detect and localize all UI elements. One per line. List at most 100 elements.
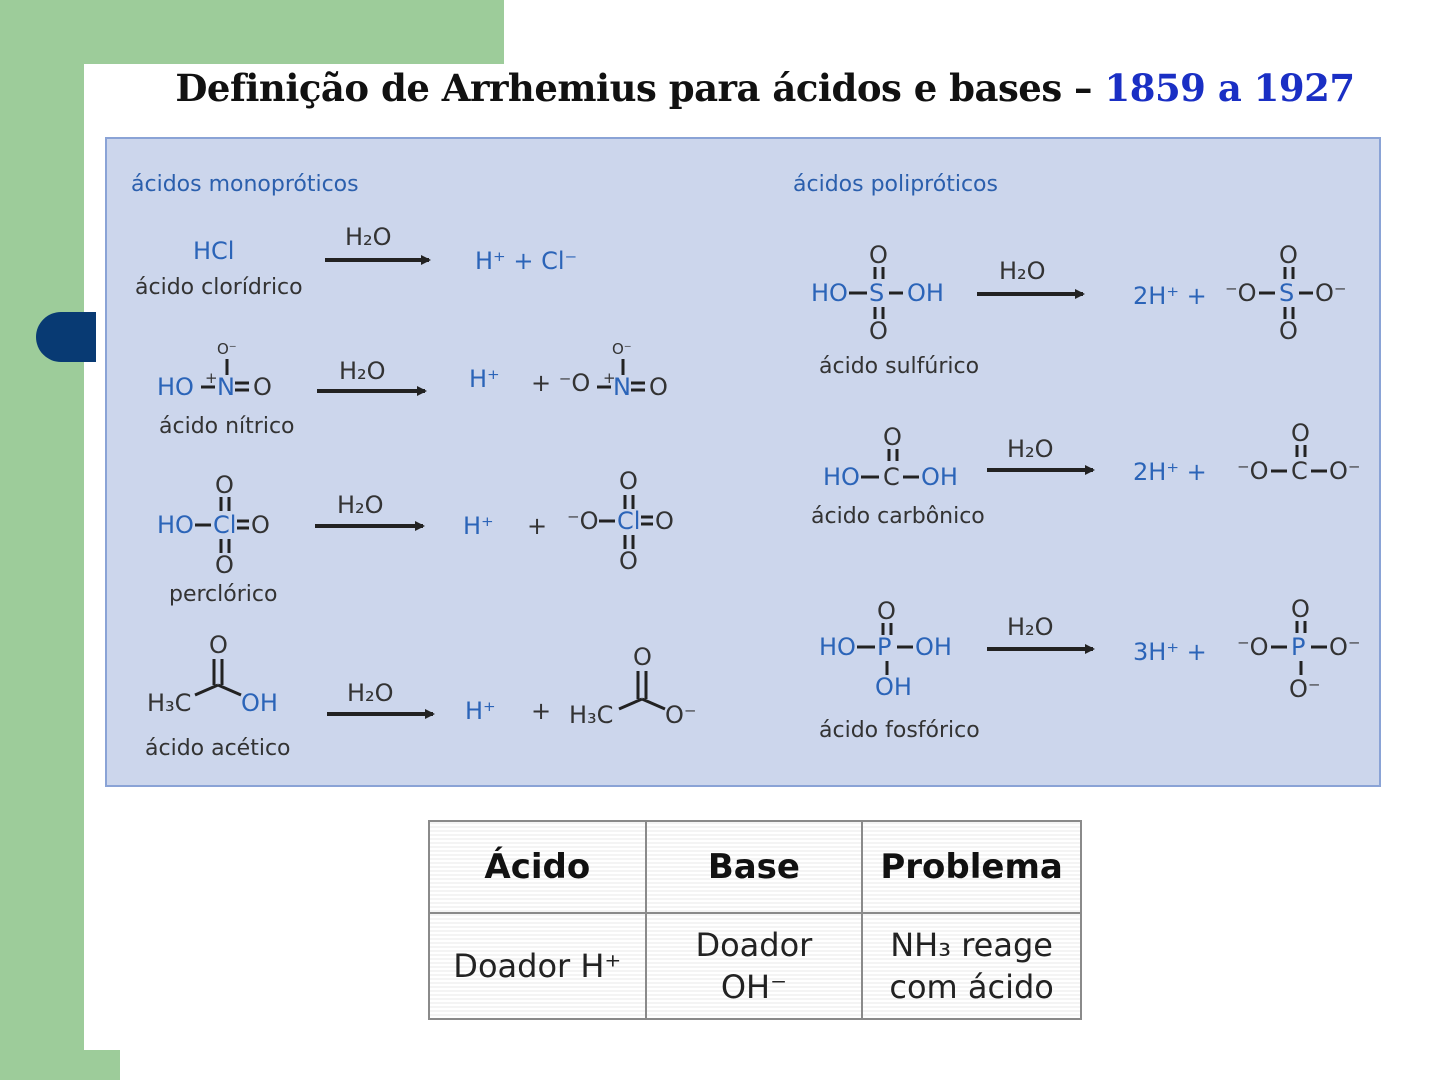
svg-text:O: O	[215, 551, 234, 579]
svg-text:⁻O: ⁻O	[567, 507, 599, 535]
decor-green-side	[0, 0, 84, 1080]
decor-green-bottom	[0, 1050, 120, 1080]
svg-text:O: O	[649, 373, 668, 401]
perchloric-water: H₂O	[337, 491, 384, 519]
svg-text:H⁺: H⁺	[463, 512, 494, 540]
svg-text:O: O	[619, 467, 638, 495]
svg-text:O: O	[1279, 241, 1298, 269]
svg-text:C: C	[1291, 457, 1308, 485]
svg-text:H⁺: H⁺	[469, 365, 500, 393]
svg-text:N: N	[613, 373, 631, 401]
reaction-carbonic: O HO C OH ácido carbônico H₂O 2H⁺ + ⁻O O…	[811, 419, 1361, 529]
cell-base-line2: OH⁻	[720, 968, 787, 1006]
svg-text:H₃C: H₃C	[147, 689, 191, 717]
svg-text:O: O	[619, 547, 638, 575]
svg-text:O: O	[883, 423, 902, 451]
sulfuric-coef: 2H⁺ +	[1133, 282, 1207, 310]
svg-text:O: O	[869, 317, 888, 345]
svg-text:⁻O: ⁻O	[1237, 633, 1269, 661]
reactions-panel: ácidos monopróticos ácidos polipróticos …	[105, 137, 1381, 787]
svg-text:O: O	[1291, 595, 1310, 623]
svg-text:O⁻: O⁻	[665, 701, 697, 729]
svg-text:OH: OH	[915, 633, 952, 661]
svg-text:C: C	[883, 463, 900, 491]
mono-header: ácidos monopróticos	[131, 172, 359, 197]
svg-text:⁻O: ⁻O	[1225, 279, 1257, 307]
svg-text:+: +	[531, 697, 551, 725]
nitric-name: ácido nítrico	[159, 414, 295, 439]
title-years: 1859 a 1927	[1104, 66, 1355, 110]
reaction-nitric: O⁻ HO + N O ácido nítrico H₂O H⁺ + ⁻O O⁻…	[157, 340, 668, 439]
reactions-figure: ácidos monopróticos ácidos polipróticos …	[131, 172, 1361, 761]
svg-text:OH: OH	[921, 463, 958, 491]
phosphoric-water: H₂O	[1007, 613, 1054, 641]
svg-text:HO: HO	[823, 463, 860, 491]
svg-text:+: +	[527, 512, 547, 540]
acetic-name: ácido acético	[145, 736, 291, 761]
svg-text:Cl: Cl	[617, 507, 640, 535]
svg-text:O: O	[253, 373, 272, 401]
poly-header: ácidos polipróticos	[793, 172, 998, 197]
table-row: Doador H⁺ Doador OH⁻ NH₃ reage com ácido	[428, 912, 1082, 1020]
title-main: Definição de Arrhemius para ácidos e bas…	[175, 66, 1093, 110]
reaction-acetic: O H₃C OH ácido acético H₂O H⁺ + H₃C O O⁻	[145, 631, 697, 761]
svg-text:O: O	[869, 241, 888, 269]
svg-text:O⁻: O⁻	[1289, 675, 1321, 703]
comparison-table: Ácido Base Problema Doador H⁺ Doador OH⁻…	[428, 820, 1082, 1020]
decor-blue-tab	[36, 312, 96, 362]
cell-problem-line2: com ácido	[889, 968, 1054, 1006]
slide-title: Definição de Arrhemius para ácidos e bas…	[0, 66, 1440, 110]
carbonic-name: ácido carbônico	[811, 504, 985, 529]
svg-text:O⁻: O⁻	[1329, 457, 1361, 485]
svg-text:S: S	[1279, 279, 1294, 307]
reaction-phosphoric: O HO P OH OH ácido fosfórico H₂O 3H⁺ + ⁻…	[819, 595, 1361, 743]
svg-text:O: O	[1279, 317, 1298, 345]
acetic-water: H₂O	[347, 679, 394, 707]
hcl-water: H₂O	[345, 223, 392, 251]
svg-text:HO: HO	[157, 373, 194, 401]
cell-base-line1: Doador	[695, 926, 813, 964]
svg-text:O: O	[633, 643, 652, 671]
svg-text:+: +	[603, 369, 616, 387]
svg-text:O⁻: O⁻	[1315, 279, 1347, 307]
svg-text:O: O	[209, 631, 228, 659]
decor-green-top	[0, 0, 504, 64]
sulfuric-name: ácido sulfúrico	[819, 354, 979, 379]
svg-text:O: O	[655, 507, 674, 535]
svg-text:HO: HO	[819, 633, 856, 661]
svg-text:Cl: Cl	[213, 511, 236, 539]
svg-text:OH: OH	[875, 673, 912, 701]
svg-text:H⁺: H⁺	[465, 697, 496, 725]
phosphoric-coef: 3H⁺ +	[1133, 638, 1207, 666]
hcl-formula: HCl	[193, 237, 234, 265]
svg-text:O: O	[251, 511, 270, 539]
cell-problem: NH₃ reage com ácido	[861, 912, 1082, 1020]
svg-text:H₃C: H₃C	[569, 701, 613, 729]
svg-text:HO: HO	[157, 511, 194, 539]
sulfuric-water: H₂O	[999, 257, 1046, 285]
header-base: Base	[644, 820, 864, 914]
svg-text:N: N	[217, 373, 235, 401]
header-acid: Ácido	[428, 820, 647, 914]
table-header-row: Ácido Base Problema	[428, 820, 1082, 914]
phosphoric-name: ácido fosfórico	[819, 718, 980, 743]
svg-text:⁻O: ⁻O	[1237, 457, 1269, 485]
svg-text:S: S	[869, 279, 884, 307]
reaction-perchloric: O HO Cl O O perclórico H₂O H⁺ + ⁻O O Cl	[157, 467, 674, 607]
svg-text:+ ⁻O: + ⁻O	[531, 369, 590, 397]
svg-text:O⁻: O⁻	[1329, 633, 1361, 661]
perchloric-name: perclórico	[169, 582, 277, 607]
svg-text:O: O	[877, 597, 896, 625]
reaction-sulfuric: O HO S OH O ácido sulfúrico H₂O 2H⁺ + ⁻O…	[811, 241, 1347, 379]
svg-text:HO: HO	[811, 279, 848, 307]
hcl-name: ácido clorídrico	[135, 275, 303, 300]
svg-text:O⁻: O⁻	[612, 340, 632, 358]
reaction-hcl: HCl ácido clorídrico H₂O H⁺ + Cl⁻	[135, 223, 577, 300]
svg-text:P: P	[877, 633, 891, 661]
cell-acid: Doador H⁺	[428, 912, 647, 1020]
cell-problem-line1: NH₃ reage	[890, 926, 1053, 964]
header-problem: Problema	[861, 820, 1082, 914]
carbonic-water: H₂O	[1007, 435, 1054, 463]
carbonic-coef: 2H⁺ +	[1133, 458, 1207, 486]
svg-text:O⁻: O⁻	[217, 340, 237, 358]
